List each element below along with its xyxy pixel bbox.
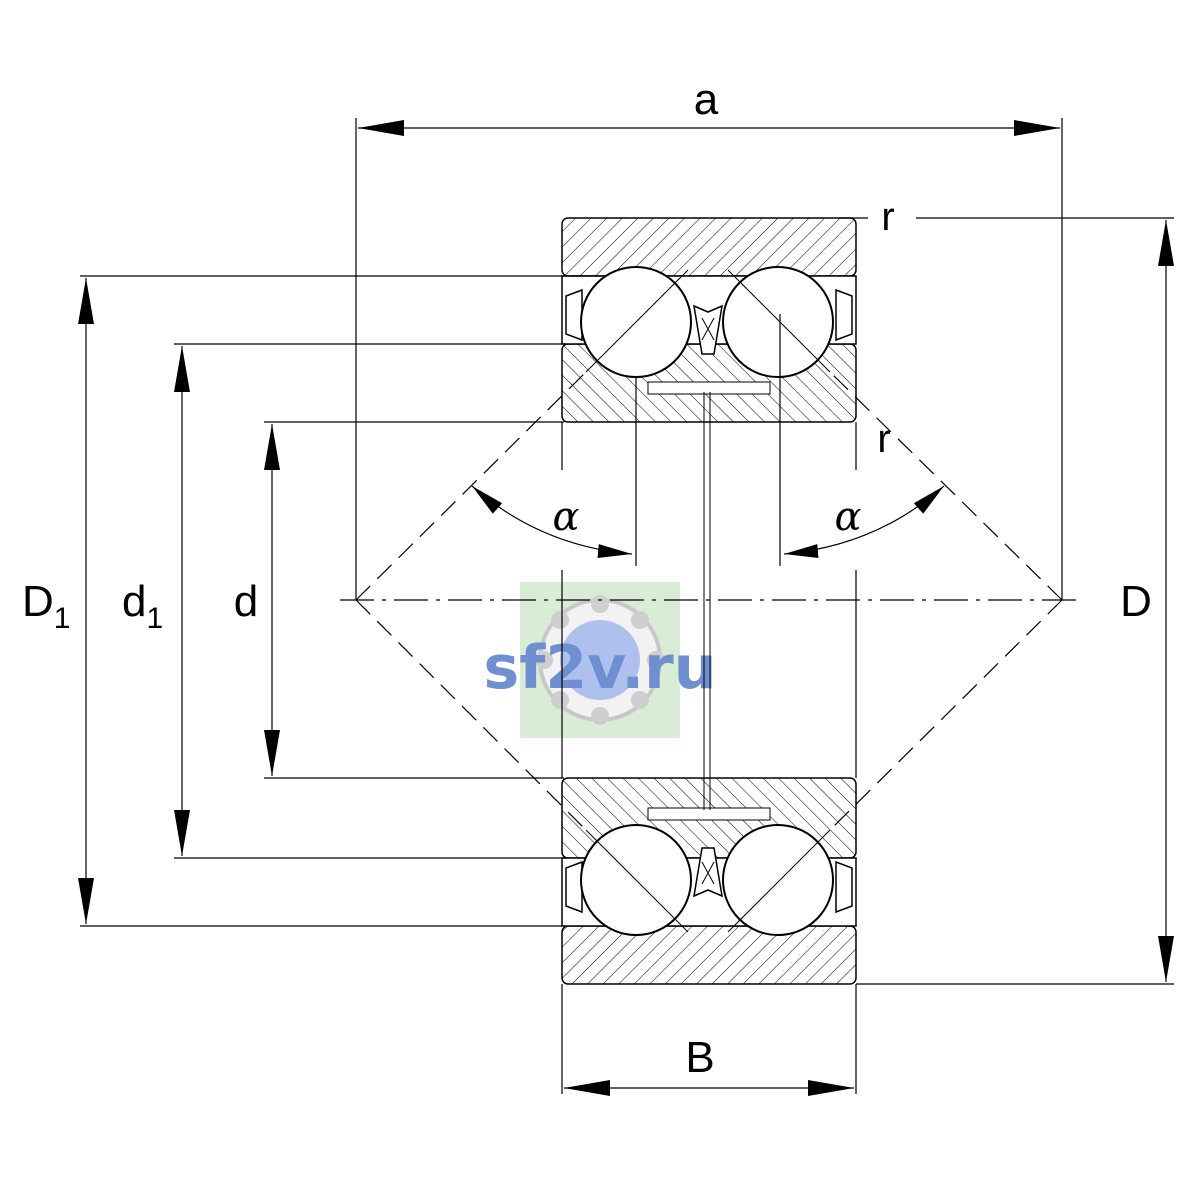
center-axis bbox=[340, 371, 1080, 831]
label-alpha-right: α bbox=[834, 494, 861, 540]
section-lines bbox=[561, 392, 857, 810]
label-D1: D1 bbox=[22, 577, 70, 635]
label-D1-sub: 1 bbox=[54, 602, 71, 635]
watermark-text: sf2v.ru bbox=[484, 633, 717, 703]
label-d1: d1 bbox=[122, 577, 163, 635]
upper-seal-left bbox=[565, 288, 583, 342]
upper-ball-right bbox=[722, 266, 834, 378]
contact-angle-left bbox=[471, 376, 637, 566]
label-d: d bbox=[234, 577, 258, 626]
dimension-d1 bbox=[174, 343, 566, 859]
label-D: D bbox=[1120, 577, 1152, 626]
label-d1-main: d bbox=[122, 577, 146, 626]
dimension-a bbox=[355, 118, 1063, 600]
contact-angle-right bbox=[779, 314, 945, 566]
label-r-top: r bbox=[881, 195, 894, 239]
lower-ball-right bbox=[722, 824, 834, 936]
lower-seal-right bbox=[835, 860, 853, 914]
dimension-B bbox=[561, 984, 857, 1096]
dimension-D bbox=[856, 217, 1174, 985]
label-D1-main: D bbox=[22, 577, 54, 626]
lower-section bbox=[561, 777, 857, 985]
label-alpha-left: α bbox=[552, 494, 579, 540]
dimension-D1 bbox=[78, 275, 600, 927]
watermark-globe-icon bbox=[560, 620, 640, 700]
watermark: sf2v.ru bbox=[484, 582, 717, 738]
upper-outer-ring bbox=[561, 217, 857, 277]
label-a: a bbox=[694, 75, 719, 124]
upper-section bbox=[561, 217, 857, 423]
label-B: B bbox=[685, 1033, 714, 1082]
label-d1-sub: 1 bbox=[146, 602, 163, 635]
lower-seal-left bbox=[565, 860, 583, 914]
lower-outer-ring bbox=[561, 925, 857, 985]
dimension-d bbox=[264, 421, 564, 779]
upper-seal-right bbox=[835, 288, 853, 342]
watermark-balls-icon bbox=[535, 595, 665, 725]
label-r-middle: r bbox=[877, 417, 890, 461]
